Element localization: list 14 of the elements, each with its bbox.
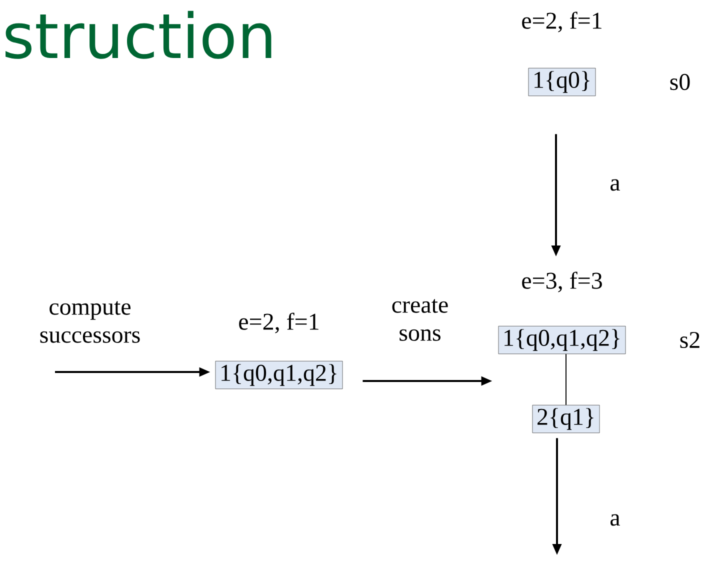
edge-label: compute successors [29, 300, 151, 344]
edge-label: a [608, 513, 622, 527]
state-box: 2{q1} [532, 404, 600, 434]
heading-text: e=3, f=3 [522, 272, 602, 292]
heading-text: e=2, f=1 [239, 312, 318, 334]
edge-label: create sons [389, 298, 451, 342]
heading-text: e=2, f=1 [522, 12, 602, 32]
state-name: s0 [670, 74, 690, 90]
state-box: 1{q0,q1,q2} [215, 360, 343, 390]
state-name: s2 [680, 332, 700, 348]
edge-label: a [608, 178, 622, 192]
state-box: 1{q0,q1,q2} [498, 326, 626, 354]
title: struction [6, 10, 272, 59]
state-box: 1{q0} [528, 68, 596, 96]
